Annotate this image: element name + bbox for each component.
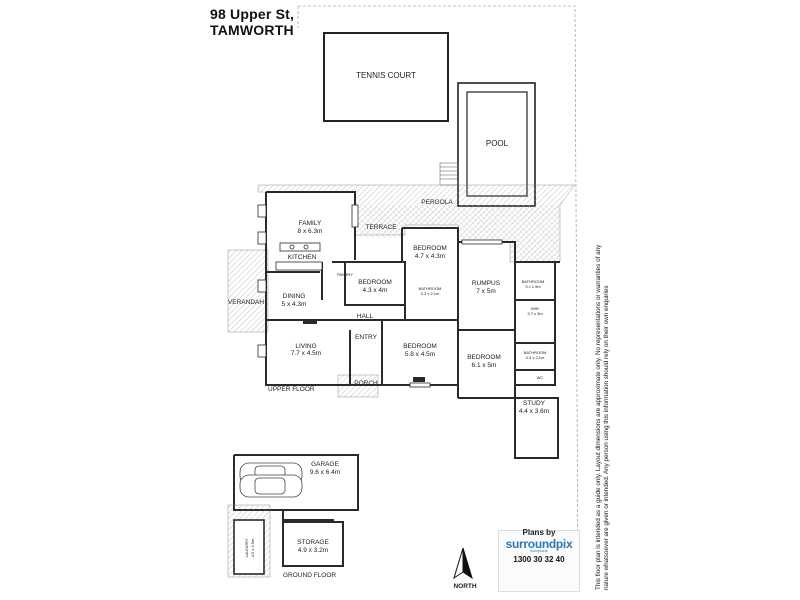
bedroom-b-size: 4.7 x 4.3m xyxy=(415,253,445,260)
car-2 xyxy=(239,474,303,498)
bathroom-c-size: 3.3 x 2.1m xyxy=(526,355,545,360)
entry-label: ENTRY xyxy=(355,334,378,341)
dining-size: 5 x 4.3m xyxy=(282,301,307,308)
garage-size: 9.6 x 6.4m xyxy=(310,469,340,476)
tennis-court-label: TENNIS COURT xyxy=(356,71,416,80)
bedroom-d-name: BEDROOM xyxy=(467,354,501,361)
outdoor-paving xyxy=(227,184,576,398)
storage-name: STORAGE xyxy=(297,539,329,546)
rumpus-name: RUMPUS xyxy=(472,280,501,287)
upper-floor-label: UPPER FLOOR xyxy=(268,386,315,393)
study-name: STUDY xyxy=(523,400,546,407)
branding: Plans by surroundpix floorplans 1300 30 … xyxy=(500,528,578,564)
garage-name: GARAGE xyxy=(311,461,339,468)
fireplace-living xyxy=(303,319,317,324)
bathroom-a-name: BATHROOM xyxy=(419,286,442,291)
laundry-name: LAUNDRY xyxy=(244,538,249,557)
tennis-court xyxy=(323,32,449,122)
town-line: TAMWORTH xyxy=(210,22,294,38)
porch-label: PORCH xyxy=(354,380,378,387)
storage xyxy=(282,521,344,567)
kitchen-island xyxy=(275,242,323,271)
laundry xyxy=(233,519,265,575)
bathroom-b-name: BATHROOM xyxy=(522,279,545,284)
verandah-label: VERANDAH xyxy=(228,299,264,306)
kitchen-name: KITCHEN xyxy=(288,254,317,261)
plans-by-label: Plans by xyxy=(522,528,556,537)
pantry-label: PANTRY xyxy=(337,272,353,277)
bathroom-a-size: 3.3 x 2.1m xyxy=(421,291,440,296)
pool-label: POOL xyxy=(486,139,509,148)
garage-walls xyxy=(233,454,359,521)
house-walls xyxy=(265,191,560,459)
north-arrow-icon xyxy=(453,547,473,580)
wir-name: WIR xyxy=(531,306,539,311)
laundry-size: 4.5 x 2.5m xyxy=(250,538,255,557)
pool-steps xyxy=(439,162,459,186)
family-name: FAMILY xyxy=(299,220,322,227)
family-size: 8 x 6.3m xyxy=(298,228,323,235)
brand-phone: 1300 30 32 40 xyxy=(513,555,565,564)
bedroom-c-name: BEDROOM xyxy=(403,343,437,350)
windows xyxy=(257,204,503,388)
property-boundary xyxy=(297,5,579,591)
branding-box xyxy=(498,530,580,592)
bathroom-c-name: BATHROOM xyxy=(524,350,547,355)
brand-logo: surroundpix xyxy=(505,537,573,551)
bathroom-b-size: 3 x 1.9m xyxy=(525,284,541,289)
fireplace-bedroom xyxy=(413,377,425,382)
disclaimer-text: This floor plan is intended as a guide o… xyxy=(595,244,610,590)
living-size: 7.7 x 4.5m xyxy=(291,350,321,357)
bedroom-d-size: 6.1 x 5m xyxy=(472,362,497,369)
bedroom-a-size: 4.3 x 4m xyxy=(363,287,388,294)
address-line: 98 Upper St, xyxy=(210,6,295,22)
dining-name: DINING xyxy=(283,293,306,300)
pergola-label: PERGOLA xyxy=(421,199,453,206)
wir-size: 3.7 x 3m xyxy=(527,311,543,316)
north-label: NORTH xyxy=(453,583,476,590)
rumpus-size: 7 x 5m xyxy=(476,288,496,295)
ground-floor-label: GROUND FLOOR xyxy=(283,572,336,579)
hall-label: HALL xyxy=(357,313,374,320)
bedroom-b-name: BEDROOM xyxy=(413,245,447,252)
wc-label: WC xyxy=(537,375,544,380)
study-size: 4.4 x 3.6m xyxy=(519,408,549,415)
living-name: LIVING xyxy=(295,343,316,350)
terrace-label: TERRACE xyxy=(365,224,397,231)
storage-size: 4.9 x 3.2m xyxy=(298,547,328,554)
brand-sub: floorplans xyxy=(530,548,548,553)
bedroom-a-name: BEDROOM xyxy=(358,279,392,286)
bedroom-c-size: 5.8 x 4.5m xyxy=(405,351,435,358)
